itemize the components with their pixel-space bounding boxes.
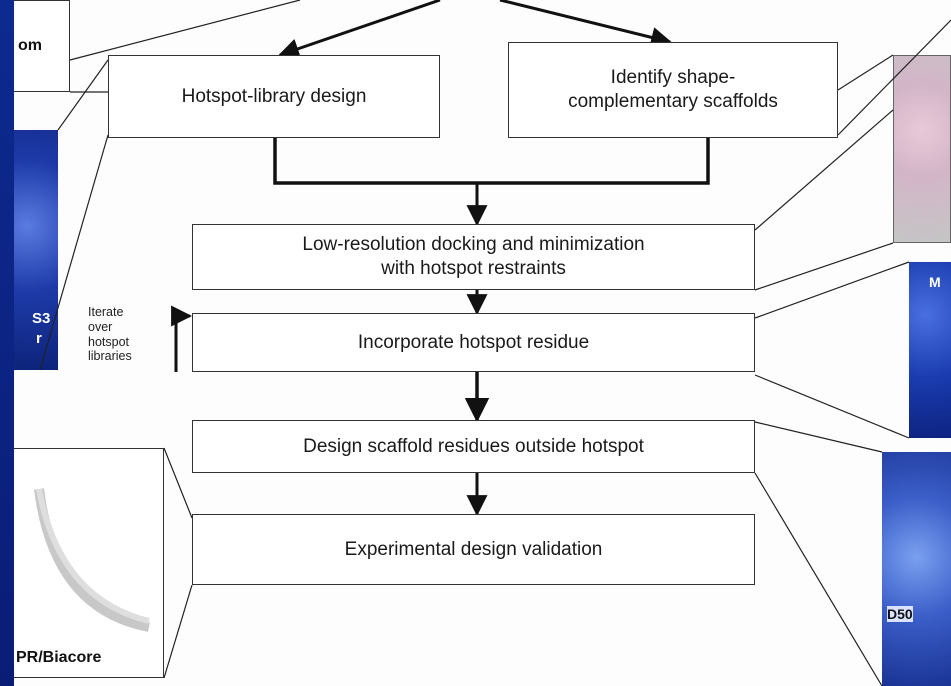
iterate-note-line-2: over — [88, 319, 113, 334]
leader-bottom-left-1 — [163, 447, 193, 519]
iterate-note-line-1: Iterate — [88, 305, 124, 319]
iterate-note-line-3: hotspot — [88, 334, 130, 349]
leader-bottom-left-2 — [163, 584, 193, 679]
incorporate-hotspot-box: Incorporate hotspot residue — [192, 313, 755, 372]
binding-curve-icon — [34, 488, 150, 632]
right-mid-label: M — [929, 274, 941, 290]
top-left-inset: om — [14, 0, 70, 92]
incorporate-hotspot-label: Incorporate hotspot residue — [357, 331, 590, 353]
leader-right-8 — [754, 472, 883, 686]
top-left-inset-text: om — [18, 37, 42, 54]
identify-scaffolds-label-1: Identify shape- — [610, 67, 736, 89]
right-top-structure-image — [893, 55, 951, 243]
design-scaffold-residues-box: Design scaffold residues outside hotspot — [192, 420, 755, 473]
leader-line-top-left-1 — [69, 0, 301, 61]
leader-right-7 — [754, 421, 883, 453]
biacore-label: PR/Biacore — [16, 649, 102, 666]
leader-right-2 — [837, 19, 951, 136]
docking-minimization-box: Low-resolution docking and minimization … — [192, 224, 755, 290]
leader-right-3 — [754, 109, 894, 231]
leader-right-4 — [754, 242, 894, 291]
arrow-to-scaffolds — [499, 0, 673, 48]
leader-right-6 — [754, 374, 910, 439]
design-scaffold-residues-label: Design scaffold residues outside hotspot — [303, 435, 644, 457]
hotspot-library-design-label: Hotspot-library design — [181, 85, 367, 107]
leader-line-left-1 — [57, 59, 109, 131]
arrow-to-hotspot-library — [278, 0, 441, 59]
leader-right-1 — [837, 54, 894, 91]
docking-label-1: Low-resolution docking and minimization — [302, 234, 645, 256]
right-bottom-label: D50 — [887, 606, 913, 622]
iterate-note-line-4: libraries — [88, 349, 132, 364]
merge-line — [273, 138, 710, 185]
right-bottom-structure-image: D50 — [882, 452, 951, 686]
identify-scaffolds-label-2: complementary scaffolds — [568, 91, 778, 112]
left-structure-image: S3 r — [14, 130, 58, 370]
hotspot-library-design-box: Hotspot-library design — [108, 55, 440, 138]
leader-line-left-2 — [39, 134, 109, 371]
iterate-loop-arrow — [171, 305, 193, 344]
docking-label-2: with hotspot restraints — [381, 258, 566, 279]
identify-scaffolds-box: Identify shape- complementary scaffolds — [508, 42, 838, 138]
experimental-validation-label: Experimental design validation — [344, 538, 603, 560]
right-mid-structure-image: M — [909, 262, 951, 438]
left-image-label: S3 — [32, 310, 51, 327]
left-image-label-2: r — [36, 330, 42, 347]
bottom-left-plot: PR/Biacore — [14, 448, 164, 678]
iterate-note: Iterate over hotspot libraries — [88, 305, 132, 364]
leader-right-5 — [754, 261, 910, 319]
experimental-validation-box: Experimental design validation — [192, 514, 755, 585]
